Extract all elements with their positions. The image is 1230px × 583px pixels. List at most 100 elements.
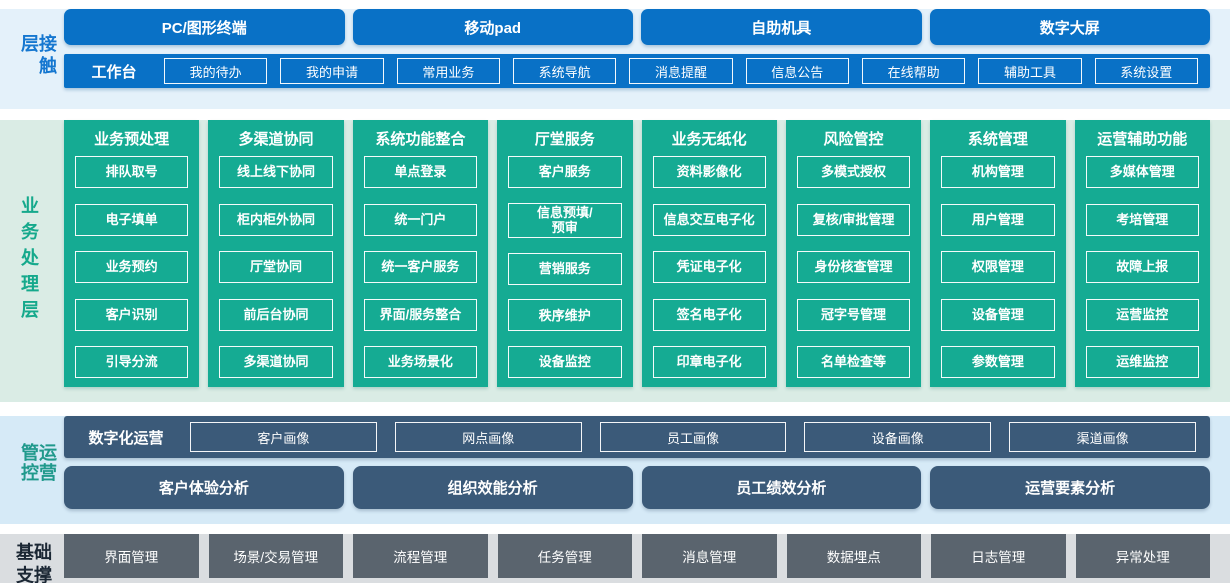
band-business-layer: 业务处理层 业务预处理 排队取号电子填单业务预约客户识别引导分流 多渠道协同 线… bbox=[0, 120, 1230, 402]
business-column-preprocess: 业务预处理 排队取号电子填单业务预约客户识别引导分流 bbox=[64, 120, 200, 387]
foundation-item: 日志管理 bbox=[931, 534, 1066, 578]
business-item: 业务预约 bbox=[75, 251, 189, 283]
business-item: 凭证电子化 bbox=[652, 251, 766, 283]
business-item: 故障上报 bbox=[1085, 251, 1199, 283]
business-item: 用户管理 bbox=[941, 203, 1055, 236]
foundation-item: 任务管理 bbox=[497, 534, 632, 578]
profile-item: 员工画像 bbox=[599, 422, 787, 452]
profile-item: 渠道画像 bbox=[1009, 422, 1196, 452]
business-item: 客户服务 bbox=[508, 156, 622, 188]
business-item: 资料影像化 bbox=[652, 156, 766, 188]
foundation-item: 消息管理 bbox=[642, 534, 777, 578]
column-items: 资料影像化信息交互电子化凭证电子化签名电子化印章电子化 bbox=[652, 156, 766, 378]
column-items: 客户服务信息预填/ 预审营销服务秩序维护设备监控 bbox=[508, 156, 622, 378]
terminal-box: 数字大屏 bbox=[929, 9, 1210, 45]
business-item: 冠字号管理 bbox=[796, 298, 911, 331]
workbench-bar: 工作台 我的待办我的申请常用业务系统导航消息提醒信息公告在线帮助辅助工具系统设置 bbox=[64, 54, 1210, 88]
business-item: 引导分流 bbox=[75, 346, 189, 378]
business-item: 签名电子化 bbox=[652, 298, 766, 331]
business-item: 多渠道协同 bbox=[219, 346, 333, 378]
analysis-box: 员工绩效分析 bbox=[641, 466, 922, 509]
business-item: 名单检查等 bbox=[796, 346, 911, 378]
business-column-system-mgmt: 系统管理 机构管理用户管理权限管理设备管理参数管理 bbox=[930, 120, 1066, 387]
column-title: 系统管理 bbox=[967, 131, 1028, 148]
business-item: 营销服务 bbox=[508, 252, 622, 285]
business-item: 考培管理 bbox=[1085, 203, 1199, 236]
column-title: 业务预处理 bbox=[94, 131, 170, 148]
workbench-item: 常用业务 bbox=[396, 58, 500, 84]
workbench-item: 我的申请 bbox=[280, 58, 384, 84]
business-column-multichannel: 多渠道协同 线上线下协同柜内柜外协同厅堂协同前后台协同多渠道协同 bbox=[208, 120, 344, 387]
band-foundation-layer: 基础支撑 界面管理场景/交易管理流程管理任务管理消息管理数据埋点日志管理异常处理 bbox=[0, 534, 1230, 583]
terminal-box: PC/图形终端 bbox=[64, 9, 345, 45]
business-item: 客户识别 bbox=[75, 298, 189, 331]
digital-ops-bar: 数字化运营 客户画像网点画像员工画像设备画像渠道画像 bbox=[64, 416, 1210, 458]
foundation-item: 流程管理 bbox=[353, 534, 488, 578]
business-item: 运营监控 bbox=[1085, 298, 1199, 331]
workbench-item: 信息公告 bbox=[745, 58, 849, 84]
profile-item: 客户画像 bbox=[190, 422, 377, 452]
business-item: 设备管理 bbox=[941, 298, 1055, 331]
business-item: 厅堂协同 bbox=[219, 251, 333, 283]
column-items: 单点登录统一门户统一客户服务界面/服务整合业务场景化 bbox=[363, 156, 478, 378]
business-item: 统一客户服务 bbox=[363, 251, 478, 283]
business-item: 印章电子化 bbox=[652, 346, 766, 378]
column-title: 运营辅助功能 bbox=[1097, 131, 1188, 148]
business-item: 业务场景化 bbox=[363, 346, 478, 378]
column-title: 风险管控 bbox=[823, 131, 884, 148]
workbench-item: 在线帮助 bbox=[861, 58, 966, 84]
business-item: 电子填单 bbox=[75, 203, 189, 236]
business-item: 界面/服务整合 bbox=[363, 298, 478, 331]
terminal-box: 移动pad bbox=[352, 9, 633, 45]
profile-items: 客户画像网点画像员工画像设备画像渠道画像 bbox=[190, 422, 1196, 452]
column-title: 多渠道协同 bbox=[238, 131, 314, 148]
business-item: 多模式授权 bbox=[796, 156, 911, 188]
business-item: 多媒体管理 bbox=[1085, 156, 1199, 188]
business-item: 信息预填/ 预审 bbox=[508, 202, 622, 238]
foundation-layer-label: 基础支撑 bbox=[16, 542, 52, 583]
business-layer-label: 业务处理层 bbox=[19, 196, 39, 326]
analysis-box: 运营要素分析 bbox=[930, 466, 1210, 509]
workbench-item: 辅助工具 bbox=[978, 58, 1082, 84]
business-column-paperless: 业务无纸化 资料影像化信息交互电子化凭证电子化签名电子化印章电子化 bbox=[641, 120, 777, 387]
column-title: 业务无纸化 bbox=[671, 131, 747, 148]
business-item: 机构管理 bbox=[941, 156, 1055, 188]
analysis-box: 组织效能分析 bbox=[352, 466, 633, 509]
business-column-risk: 风险管控 多模式授权复核/审批管理身份核查管理冠字号管理名单检查等 bbox=[785, 120, 922, 387]
terminal-box: 自助机具 bbox=[641, 9, 922, 45]
foundation-item: 异常处理 bbox=[1075, 534, 1210, 578]
workbench-item: 我的待办 bbox=[164, 58, 268, 84]
column-items: 多媒体管理考培管理故障上报运营监控运维监控 bbox=[1085, 156, 1199, 378]
business-item: 排队取号 bbox=[75, 156, 189, 188]
business-item: 权限管理 bbox=[941, 251, 1055, 283]
business-columns: 业务预处理 排队取号电子填单业务预约客户识别引导分流 多渠道协同 线上线下协同柜… bbox=[64, 120, 1210, 387]
workbench-item: 消息提醒 bbox=[629, 58, 733, 84]
business-column-integration: 系统功能整合 单点登录统一门户统一客户服务界面/服务整合业务场景化 bbox=[352, 120, 489, 387]
column-items: 线上线下协同柜内柜外协同厅堂协同前后台协同多渠道协同 bbox=[219, 156, 333, 378]
workbench-label: 工作台 bbox=[91, 63, 137, 81]
foundation-item: 数据埋点 bbox=[786, 534, 921, 578]
column-title: 系统功能整合 bbox=[375, 131, 466, 148]
business-item: 秩序维护 bbox=[508, 299, 622, 332]
profile-item: 网点画像 bbox=[394, 422, 582, 452]
band-operation-layer: 运营管控 数字化运营 客户画像网点画像员工画像设备画像渠道画像 客户体验分析组织… bbox=[0, 416, 1230, 524]
analysis-box: 客户体验分析 bbox=[64, 466, 344, 509]
business-item: 单点登录 bbox=[363, 156, 478, 188]
column-items: 机构管理用户管理权限管理设备管理参数管理 bbox=[941, 156, 1055, 378]
workbench-item: 系统导航 bbox=[512, 58, 617, 84]
business-item: 统一门户 bbox=[363, 203, 478, 236]
business-item: 信息交互电子化 bbox=[652, 203, 766, 236]
workbench-items: 我的待办我的申请常用业务系统导航消息提醒信息公告在线帮助辅助工具系统设置 bbox=[164, 58, 1198, 84]
foundation-item: 场景/交易管理 bbox=[208, 534, 343, 578]
business-column-ops-aux: 运营辅助功能 多媒体管理考培管理故障上报运营监控运维监控 bbox=[1074, 120, 1210, 387]
business-item: 前后台协同 bbox=[219, 298, 333, 331]
operation-layer-label: 运营管控 bbox=[19, 443, 57, 483]
foundation-item: 界面管理 bbox=[64, 534, 199, 578]
business-item: 复核/审批管理 bbox=[796, 203, 911, 236]
business-item: 身份核查管理 bbox=[796, 251, 911, 283]
digital-ops-label: 数字化运营 bbox=[88, 429, 164, 447]
business-item: 设备监控 bbox=[508, 346, 622, 378]
business-item: 运维监控 bbox=[1085, 346, 1199, 378]
